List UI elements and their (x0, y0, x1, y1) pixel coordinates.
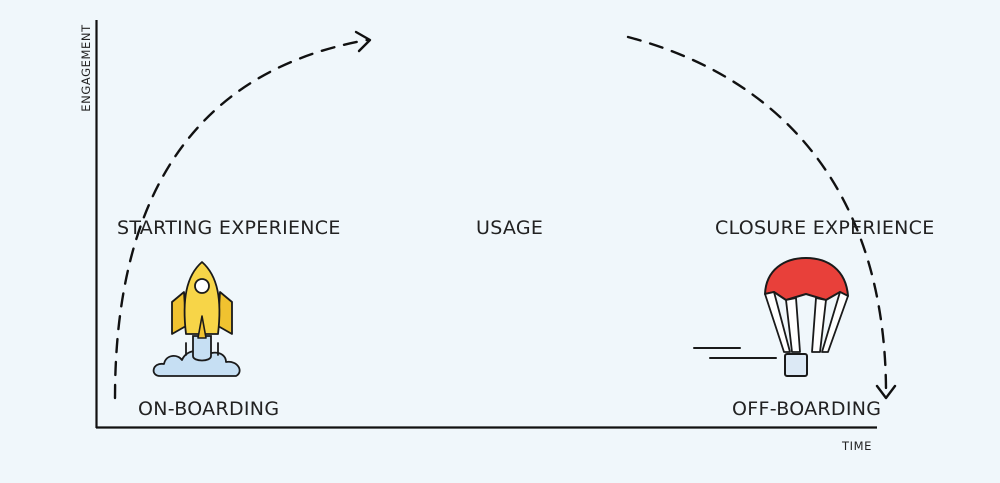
y-axis-label: ENGAGEMENT (79, 24, 93, 112)
falling-engagement-arrow (626, 35, 888, 392)
stage-label-onboarding: ON-BOARDING (138, 398, 280, 420)
phase-label-usage: USAGE (476, 217, 544, 239)
falling-arrowhead (875, 384, 897, 400)
rocket-icon (152, 261, 241, 377)
rising-engagement-arrow (113, 38, 369, 400)
phase-label-closure: CLOSURE EXPERIENCE (715, 217, 935, 239)
rising-arrowhead (354, 30, 372, 53)
x-axis-label: TIME (842, 439, 873, 453)
phase-label-start: STARTING EXPERIENCE (117, 217, 341, 239)
parachute-icon (693, 257, 849, 377)
stage-label-offboarding: OFF-BOARDING (732, 398, 882, 420)
